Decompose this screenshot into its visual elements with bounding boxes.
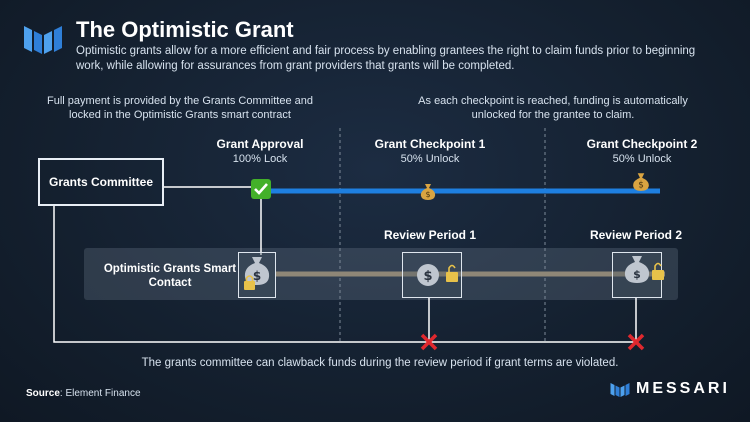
money-bag-icon: $ bbox=[624, 256, 664, 283]
svg-text:$: $ bbox=[638, 181, 644, 191]
source-value: : Element Finance bbox=[59, 388, 141, 399]
note-full-payment: Full payment is provided by the Grants C… bbox=[47, 95, 313, 121]
messari-logo-icon bbox=[610, 383, 630, 397]
source-label: Source bbox=[26, 388, 60, 399]
brand-footer: MESSARI bbox=[610, 380, 730, 398]
column-title-checkpoint-2: Grant Checkpoint 2 bbox=[586, 137, 698, 151]
clawback-note: The grants committee can clawback funds … bbox=[141, 357, 619, 369]
review-period-2-label: Review Period 2 bbox=[589, 228, 683, 242]
svg-text:$: $ bbox=[633, 268, 641, 281]
clawback-line bbox=[53, 206, 636, 343]
page-subtitle: Optimistic grants allow for a more effic… bbox=[76, 45, 696, 72]
grants-committee-box: Grants Committee bbox=[38, 158, 164, 206]
cross-icon bbox=[627, 333, 645, 351]
check-icon bbox=[251, 179, 271, 199]
svg-text:$: $ bbox=[423, 269, 432, 284]
lock-icon bbox=[446, 272, 458, 282]
column-sub-grant-approval: 100% Lock bbox=[232, 153, 288, 165]
lock-icon bbox=[652, 270, 664, 280]
note-checkpoint-unlock: As each checkpoint is reached, funding i… bbox=[418, 95, 688, 121]
source-credit: Source: Element Finance bbox=[26, 388, 141, 399]
svg-text:$: $ bbox=[253, 269, 261, 283]
money-bag-icon: $ bbox=[244, 257, 270, 290]
page-title: The Optimistic Grant bbox=[76, 17, 294, 42]
column-title-checkpoint-1: Grant Checkpoint 1 bbox=[374, 137, 486, 151]
svg-text:$: $ bbox=[425, 190, 430, 199]
messari-logo-icon bbox=[24, 26, 62, 54]
smart-contract-label: Optimistic Grants Smart Contact bbox=[103, 263, 237, 289]
column-title-grant-approval: Grant Approval bbox=[216, 137, 304, 151]
money-bag-icon: $ bbox=[417, 264, 458, 286]
money-bag-icon: $ bbox=[633, 173, 649, 191]
column-sub-checkpoint-1: 50% Unlock bbox=[400, 153, 460, 165]
column-sub-checkpoint-2: 50% Unlock bbox=[612, 153, 672, 165]
review-period-1-label: Review Period 1 bbox=[383, 228, 477, 242]
money-bag-icon: $ bbox=[420, 184, 436, 200]
brand-name: MESSARI bbox=[636, 380, 730, 397]
cross-icon bbox=[420, 333, 438, 351]
